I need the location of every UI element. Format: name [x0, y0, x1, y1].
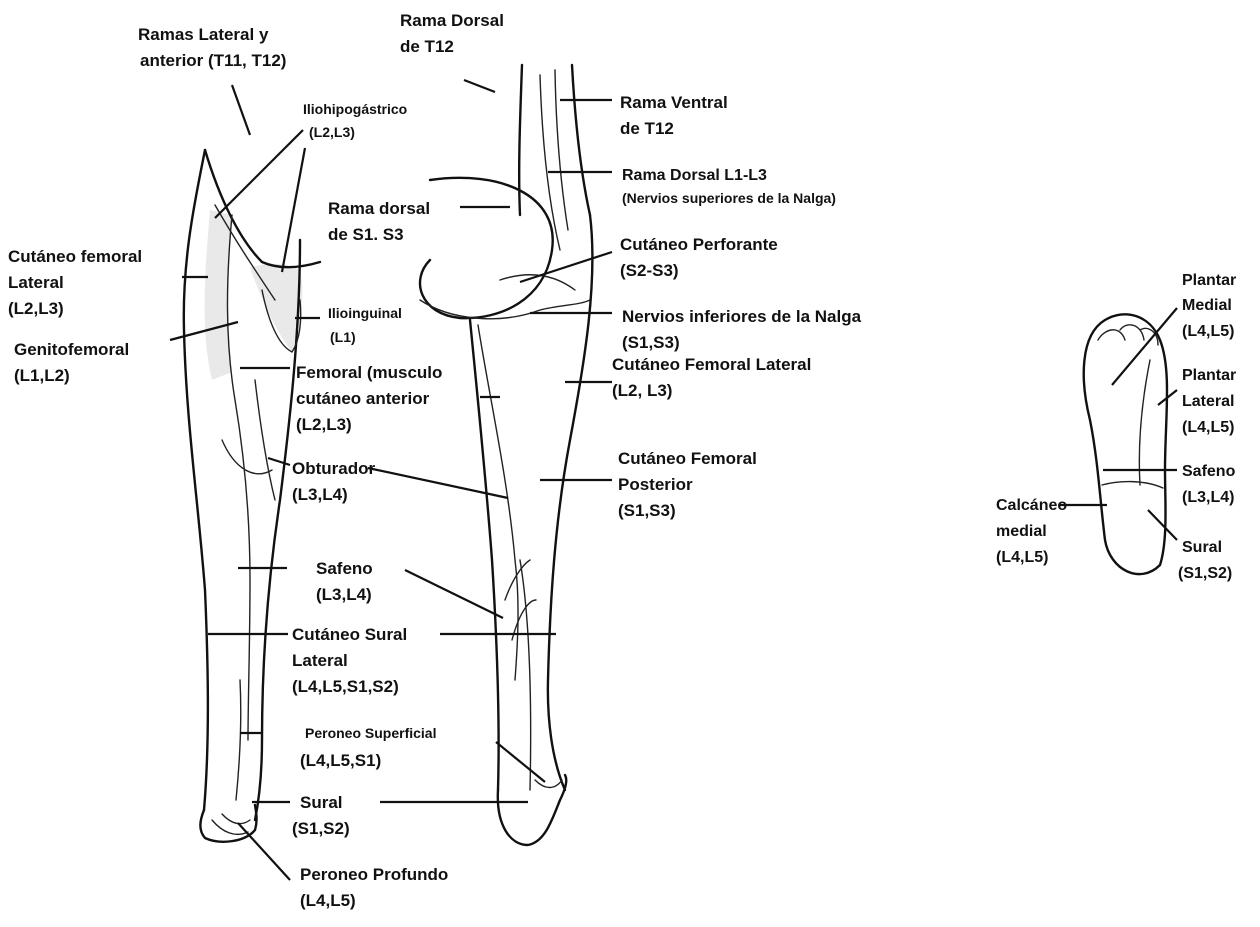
label-ramas-lateral-1: Ramas Lateral y [138, 25, 269, 44]
leader-foot-sural [1148, 510, 1177, 540]
label-cutaneo-femoral-posterior-1: Cutáneo Femoral [618, 449, 757, 468]
leader-safeno-b [405, 570, 503, 618]
leader-iliohipogastrico-a [215, 130, 303, 218]
posterior-calf-detail [505, 560, 536, 640]
label-cutaneo-femoral-posterior-3: (S1,S3) [618, 501, 676, 520]
label-plantar-lateral-3: (L4,L5) [1182, 419, 1234, 436]
leader-peroneo-superficial-b [496, 742, 545, 782]
label-cutaneo-femoral-lat-1: Cutáneo femoral [8, 247, 142, 266]
label-cutaneo-perforante-1: Cutáneo Perforante [620, 235, 778, 254]
label-peroneo-superficial-2: (L4,L5,S1) [300, 751, 381, 770]
label-femoral-1: Femoral (musculo [296, 363, 442, 382]
label-sural-1: Sural [300, 793, 343, 812]
label-cutaneo-femoral-lat-3: (L2,L3) [8, 299, 64, 318]
posterior-spine-2 [555, 70, 568, 230]
label-rama-ventral-1: Rama Ventral [620, 93, 728, 112]
label-sural-2: (S1,S2) [292, 819, 350, 838]
leader-peroneo-profundo [238, 823, 290, 880]
label-cutaneo-sural-3: (L4,L5,S1,S2) [292, 677, 399, 696]
inguinal-shade [250, 264, 302, 352]
label-iliohipogastrico-1: Iliohipogástrico [303, 101, 407, 117]
label-ilioinguinal-2: (L1) [330, 329, 356, 345]
label-safeno-1: Safeno [316, 559, 373, 578]
label-cutaneo-femoral-lateral-post-1: Cutáneo Femoral Lateral [612, 355, 811, 374]
label-ilioinguinal-1: Ilioinguinal [328, 305, 402, 321]
posterior-leg-medial [470, 320, 499, 790]
label-cutaneo-sural-2: Lateral [292, 651, 348, 670]
label-obturador-1: Obturador [292, 459, 375, 478]
label-safeno-2: (L3,L4) [316, 585, 372, 604]
anterior-inner-line-1 [227, 215, 250, 740]
label-femoral-2: cutáneo anterior [296, 389, 430, 408]
label-femoral-3: (L2,L3) [296, 415, 352, 434]
anterior-shin-line [236, 680, 241, 800]
label-obturador-2: (L3,L4) [292, 485, 348, 504]
anterior-inner-line-2 [255, 380, 275, 500]
leader-obturador-b [368, 468, 508, 498]
foot-outline [1084, 314, 1167, 574]
leader-obturador-a [268, 458, 290, 465]
label-plantar-medial-1: Plantar [1182, 272, 1236, 289]
label-foot-sural-2: (S1,S2) [1178, 565, 1232, 582]
label-peroneo-profundo-2: (L4,L5) [300, 891, 356, 910]
label-plantar-medial-2: Medial [1182, 297, 1232, 314]
label-plantar-medial-3: (L4,L5) [1182, 323, 1234, 340]
posterior-mid-line-1 [478, 325, 518, 680]
label-nervios-inferiores-1: Nervios inferiores de la Nalga [622, 307, 862, 326]
anterior-foot [200, 805, 256, 842]
label-ramas-lateral-2: anterior (T11, T12) [140, 51, 286, 70]
label-rama-dorsal-l1-1: Rama Dorsal L1-L3 [622, 167, 767, 184]
label-cutaneo-femoral-lat-2: Lateral [8, 273, 64, 292]
posterior-ankle-line [535, 780, 562, 788]
posterior-buttock-outline [420, 178, 553, 318]
label-rama-dorsal-t12-2: de T12 [400, 37, 454, 56]
posterior-mid-line-2 [520, 560, 531, 790]
label-rama-dorsal-s1-2: de S1. S3 [328, 225, 404, 244]
label-plantar-lateral-2: Lateral [1182, 393, 1234, 410]
posterior-leg [420, 65, 592, 845]
posterior-back-right [572, 65, 590, 215]
label-foot-sural-1: Sural [1182, 539, 1222, 556]
label-iliohipogastrico-2: (L2,L3) [309, 124, 355, 140]
label-cutaneo-femoral-posterior-2: Posterior [618, 475, 693, 494]
label-plantar-lateral-1: Plantar [1182, 367, 1236, 384]
plantar-foot [1084, 314, 1167, 574]
label-peroneo-superficial-1: Peroneo Superficial [305, 725, 436, 741]
leader-cutaneo-perforante [520, 252, 612, 282]
label-genitofemoral-1: Genitofemoral [14, 340, 129, 359]
label-cutaneo-perforante-2: (S2-S3) [620, 261, 679, 280]
label-foot-safeno-1: Safeno [1182, 463, 1236, 480]
label-foot-safeno-2: (L3,L4) [1182, 489, 1234, 506]
label-rama-dorsal-t12-1: Rama Dorsal [400, 11, 504, 30]
label-calcaneo-3: (L4,L5) [996, 549, 1048, 566]
label-rama-dorsal-l1-2: (Nervios superiores de la Nalga) [622, 190, 836, 206]
leader-rama-dorsal-t12 [464, 80, 495, 92]
leader-ramas-lateral [232, 85, 250, 135]
label-cutaneo-sural-1: Cutáneo Sural [292, 625, 407, 644]
label-calcaneo-2: medial [996, 523, 1047, 540]
foot-heel-line [1102, 482, 1163, 488]
label-rama-ventral-2: de T12 [620, 119, 674, 138]
label-rama-dorsal-s1-1: Rama dorsal [328, 199, 430, 218]
label-calcaneo-1: Calcáneo [996, 497, 1067, 514]
label-genitofemoral-2: (L1,L2) [14, 366, 70, 385]
foot-lateral-line [1139, 360, 1150, 485]
label-nervios-inferiores-2: (S1,S3) [622, 333, 680, 352]
leader-iliohipogastrico-b [282, 148, 305, 272]
label-peroneo-profundo-1: Peroneo Profundo [300, 865, 448, 884]
label-cutaneo-femoral-lateral-post-2: (L2, L3) [612, 381, 672, 400]
anterior-leg-outline-lateral [184, 150, 208, 810]
